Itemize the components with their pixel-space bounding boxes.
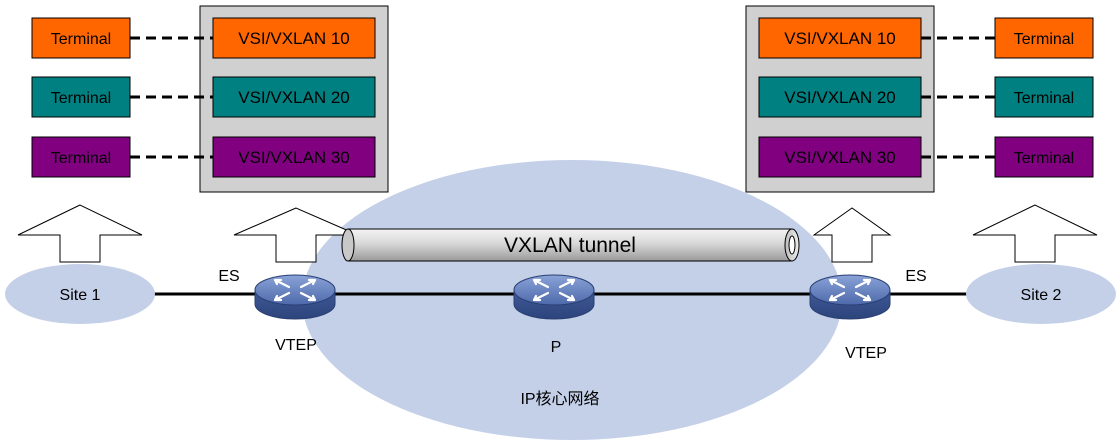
- left-vtep-label: VTEP: [275, 337, 317, 354]
- right-vsi-vxlan30: VSI/VXLAN 30: [758, 136, 922, 178]
- left-terminal-vxlan10-label: Terminal: [51, 31, 111, 48]
- right-terminal-vxlan20: Terminal: [994, 76, 1094, 118]
- right-terminal-vxlan10-label: Terminal: [1014, 31, 1074, 48]
- left-vsi-vxlan10: VSI/VXLAN 10: [212, 17, 376, 59]
- site-2: [966, 264, 1116, 324]
- right-vsi-vxlan10: VSI/VXLAN 10: [758, 17, 922, 59]
- right-vtep-label: VTEP: [845, 345, 887, 362]
- p-label: P: [551, 339, 562, 356]
- arrow-up-icon: [812, 207, 892, 263]
- right-terminal-vxlan30: Terminal: [994, 136, 1094, 178]
- arrow-up-icon: [972, 204, 1098, 263]
- tunnel-label: VXLAN tunnel: [504, 234, 636, 257]
- router-icon: [513, 274, 595, 320]
- right-terminal-vxlan20-label: Terminal: [1014, 90, 1074, 107]
- right-es-label: ES: [905, 268, 926, 285]
- core-network-label: IP核心网络: [520, 389, 599, 408]
- left-vsi-vxlan30: VSI/VXLAN 30: [212, 136, 376, 178]
- left-vsi-vxlan10-label: VSI/VXLAN 10: [238, 29, 350, 48]
- left-vsi-vxlan20: VSI/VXLAN 20: [212, 76, 376, 118]
- right-terminal-vxlan30-label: Terminal: [1014, 150, 1074, 167]
- right-terminal-vxlan10: Terminal: [994, 17, 1094, 59]
- arrow-up-icon: [17, 204, 143, 263]
- left-terminal-vxlan30-label: Terminal: [51, 150, 111, 167]
- right-vsi-vxlan20-label: VSI/VXLAN 20: [784, 88, 896, 107]
- right-vsi-vxlan10-label: VSI/VXLAN 10: [784, 29, 896, 48]
- left-terminal-vxlan20: Terminal: [31, 76, 131, 118]
- left-terminal-vxlan30: Terminal: [31, 136, 131, 178]
- right-vsi-vxlan20: VSI/VXLAN 20: [758, 76, 922, 118]
- router-icon: [254, 274, 336, 320]
- left-terminal-vxlan20-label: Terminal: [51, 90, 111, 107]
- left-terminal-vxlan10: Terminal: [31, 17, 131, 59]
- site-1: [5, 264, 155, 324]
- left-vsi-vxlan30-label: VSI/VXLAN 30: [238, 148, 350, 167]
- site-1-label: Site 1: [60, 287, 101, 304]
- site-2-label: Site 2: [1021, 287, 1062, 304]
- right-vsi-vxlan30-label: VSI/VXLAN 30: [784, 148, 896, 167]
- left-es-label: ES: [218, 268, 239, 285]
- router-icon: [809, 274, 891, 320]
- vxlan-tunnel: [341, 228, 800, 262]
- left-vsi-vxlan20-label: VSI/VXLAN 20: [238, 88, 350, 107]
